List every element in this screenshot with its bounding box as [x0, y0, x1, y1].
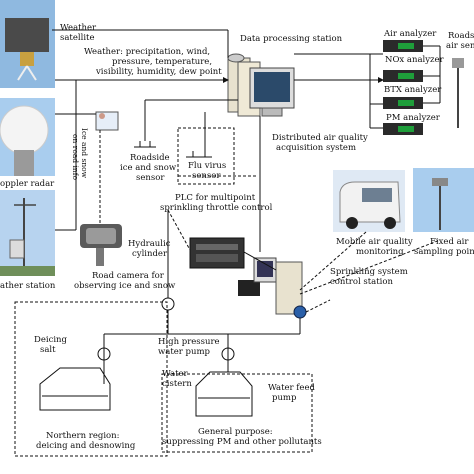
roadside-ice-sensor-icon	[134, 141, 156, 148]
nox-analyzer-label: NOx analyzer	[385, 55, 445, 65]
weather-params-label-1: Weather: precipitation, wind,	[84, 47, 210, 57]
road-camera-image	[80, 224, 122, 266]
general-purpose-label-1: General purpose:	[198, 427, 273, 437]
connection-lines	[52, 29, 441, 384]
mobile-van-image	[333, 170, 405, 232]
satellite-dish-icon	[227, 53, 245, 63]
data-processing-station-label: Data processing station	[240, 34, 343, 44]
deicing-salt-label-2: salt	[40, 345, 56, 355]
roadside-air-sensor-image	[452, 58, 464, 128]
northern-region-label-1: Northern region:	[46, 431, 120, 441]
high-pressure-pump-label-2: water pump	[158, 347, 211, 357]
high-pressure-pump-label-1: High pressure	[158, 337, 220, 347]
high-pressure-pump-icon	[161, 297, 175, 311]
ice-snow-info-label-2: on road info	[71, 134, 80, 180]
nox-analyzer-device	[383, 40, 423, 52]
fixed-air-label-2: sampling point	[414, 247, 474, 257]
weather-params-label-2: pressure, temperature,	[112, 57, 212, 67]
plc-label-2: sprinkling throttle control	[160, 203, 273, 213]
btx-analyzer-device	[383, 70, 423, 82]
weather-station-image	[0, 190, 55, 276]
sprinkling-control-terminal	[238, 257, 307, 319]
distributed-aq-label-1: Distributed air quality	[272, 133, 368, 143]
flu-virus-sensor-icon	[186, 151, 212, 158]
flu-virus-sensor-label-2: sensor	[192, 171, 221, 181]
weather-satellite-label-1: Weather	[60, 23, 97, 33]
roadside-ice-sensor-label-2: ice and snow	[120, 163, 177, 173]
pm-analyzer-device	[383, 97, 423, 109]
plc-device	[189, 237, 245, 269]
sprinkling-control-label-1: Sprinkling system	[330, 267, 408, 277]
distributed-aq-label-2: acquisition system	[276, 143, 356, 153]
flu-virus-sensor-label-1: Flu virus	[188, 161, 226, 171]
roadside-air-sensor-label-1: Roads	[448, 31, 474, 41]
roadside-ice-sensor-label-1: Roadside	[130, 153, 170, 163]
fixed-air-sampling-image	[413, 168, 474, 232]
water-feed-pump-label-2: pump	[272, 393, 297, 403]
fixed-air-label-1: Fixed air	[430, 237, 469, 247]
weather-station-label: ather station	[0, 281, 56, 291]
water-cistern-tank	[195, 371, 253, 417]
northern-region-label-2: deicing and desnowing	[36, 441, 136, 451]
pm-analyzer-label: PM analyzer	[386, 113, 441, 123]
plc-label-1: PLC for multipoint	[175, 193, 256, 203]
roadside-air-sensor-label-2: air sens	[446, 41, 474, 51]
doppler-radar-label: oppler radar	[0, 179, 55, 189]
hydraulic-cylinder-label-1: Hydraulic	[128, 239, 171, 249]
roadside-ice-sensor-label-3: sensor	[136, 173, 165, 183]
data-processing-station-device	[227, 57, 295, 117]
road-camera-label-1: Road camera for	[92, 271, 165, 281]
mobile-aq-label-1: Mobile air quality	[336, 237, 413, 247]
road-camera-label-2: observing ice and snow	[74, 281, 176, 291]
water-feed-pump-label-1: Water feed	[268, 383, 315, 393]
mobile-aq-label-2: monitoring	[356, 247, 404, 257]
general-purpose-box	[161, 373, 313, 453]
fourth-analyzer-device	[383, 123, 423, 135]
weather-satellite-image	[0, 0, 55, 88]
deicing-salt-tank	[39, 367, 111, 411]
air-analyzer-label: Air analyzer	[383, 29, 437, 39]
water-cistern-label-1: Water	[162, 369, 189, 379]
road-info-operator-icon	[95, 111, 119, 131]
hydraulic-cylinder-label-2: cylinder	[132, 249, 168, 259]
weather-satellite-label-2: satellite	[60, 33, 94, 43]
ice-snow-info-label-1: Ice and snow	[80, 128, 89, 179]
weather-params-label-3: visibility, humidity, dew point	[95, 67, 222, 77]
general-purpose-label-2: suppressing PM and other pollutants	[162, 437, 322, 447]
flu-sensor-box	[177, 127, 235, 185]
sprinkling-control-label-2: control station	[330, 277, 393, 287]
doppler-radar-image	[0, 98, 55, 176]
water-cistern-label-2: cistern	[162, 379, 192, 389]
northern-region-box	[14, 301, 168, 457]
deicing-salt-label-1: Deicing	[34, 335, 68, 345]
btx-analyzer-label: BTX analyzer	[384, 85, 442, 95]
